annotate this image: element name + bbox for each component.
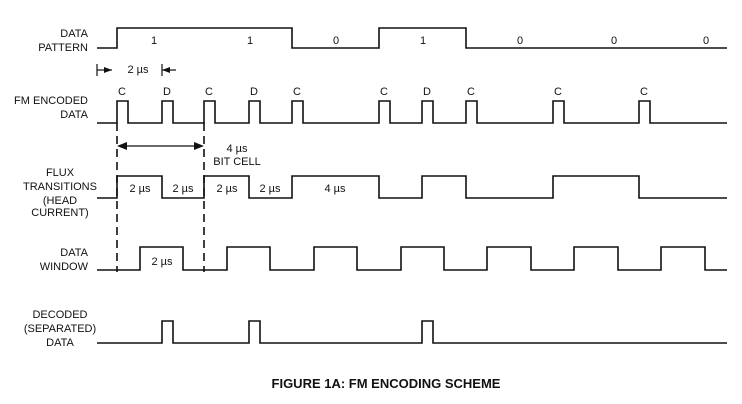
label-decoded-data: DECODED (SEPARATED) DATA — [24, 309, 96, 349]
mark-c: C — [467, 86, 475, 98]
bit-3: 0 — [333, 35, 339, 47]
label-data-pattern: DATA PATTERN — [38, 28, 88, 54]
label-data-window: DATA WINDOW — [40, 247, 89, 273]
decoded-data-waveform — [97, 320, 727, 344]
svg-text:2 µs: 2 µs — [216, 183, 238, 195]
svg-text:2 µs: 2 µs — [172, 183, 194, 195]
svg-text:4 µs: 4 µs — [226, 143, 248, 155]
svg-text:DATA: DATA — [60, 28, 88, 40]
svg-text:TRANSITIONS: TRANSITIONS — [23, 181, 97, 193]
window-duration-label: 2 µs — [151, 256, 173, 268]
data-window-waveform — [97, 246, 727, 271]
data-bit-values: 1 1 0 1 0 0 0 — [151, 35, 709, 47]
mark-c: C — [554, 86, 562, 98]
label-flux-transitions: FLUX TRANSITIONS (HEAD CURRENT) — [23, 167, 97, 219]
svg-text:2 µs: 2 µs — [129, 183, 151, 195]
svg-text:FLUX: FLUX — [46, 167, 75, 179]
bit-4: 1 — [420, 35, 426, 47]
svg-text:(HEAD: (HEAD — [43, 195, 77, 207]
mark-d: D — [163, 86, 171, 98]
svg-text:DECODED: DECODED — [32, 309, 87, 321]
fm-encoded-waveform — [97, 100, 727, 124]
svg-text:2 µs: 2 µs — [127, 64, 149, 76]
svg-text:2 µs: 2 µs — [259, 183, 281, 195]
mark-c: C — [293, 86, 301, 98]
mark-c: C — [118, 86, 126, 98]
bit-5: 0 — [517, 35, 523, 47]
mark-d: D — [423, 86, 431, 98]
bit-7: 0 — [703, 35, 709, 47]
figure-caption: FIGURE 1A: FM ENCODING SCHEME — [272, 376, 501, 391]
svg-text:DATA: DATA — [60, 109, 88, 121]
bit-cell-dimension: 4 µs BIT CELL — [117, 142, 261, 168]
flux-transitions-waveform — [97, 175, 727, 199]
mark-d: D — [250, 86, 258, 98]
svg-text:WINDOW: WINDOW — [40, 261, 89, 273]
svg-text:FM ENCODED: FM ENCODED — [14, 95, 88, 107]
pulse-marks: C D C D C C D C C C — [118, 86, 648, 98]
mark-c: C — [380, 86, 388, 98]
bit-6: 0 — [611, 35, 617, 47]
svg-text:BIT CELL: BIT CELL — [213, 156, 261, 168]
svg-text:PATTERN: PATTERN — [38, 42, 88, 54]
svg-text:CURRENT): CURRENT) — [31, 207, 88, 219]
mark-c: C — [205, 86, 213, 98]
svg-text:DATA: DATA — [46, 337, 74, 349]
two-us-dimension: 2 µs — [96, 64, 176, 76]
data-pattern-waveform — [97, 27, 727, 49]
svg-text:4 µs: 4 µs — [324, 183, 346, 195]
bit-2: 1 — [247, 35, 253, 47]
flux-durations: 2 µs 2 µs 2 µs 2 µs 4 µs — [129, 183, 346, 195]
bit-1: 1 — [151, 35, 157, 47]
mark-c: C — [640, 86, 648, 98]
label-fm-encoded-data: FM ENCODED DATA — [14, 95, 89, 121]
svg-text:(SEPARATED): (SEPARATED) — [24, 323, 96, 335]
svg-text:DATA: DATA — [60, 247, 88, 259]
